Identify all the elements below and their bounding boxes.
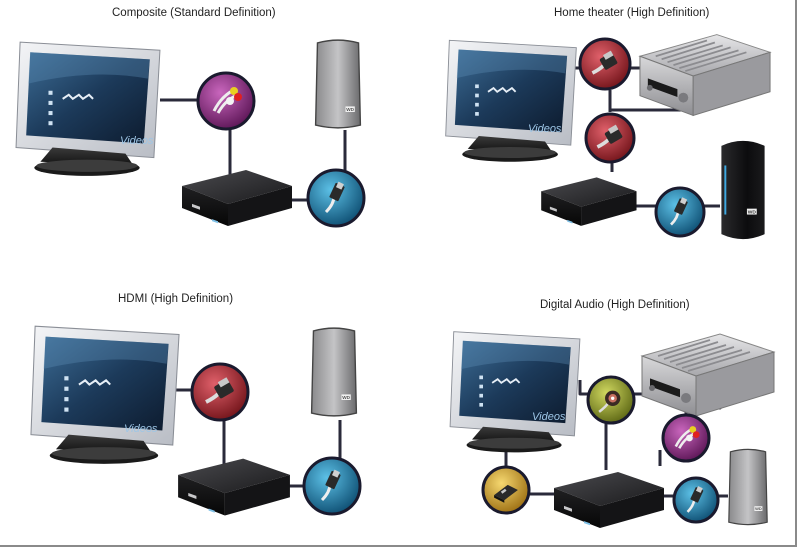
media-player-icon bbox=[178, 458, 290, 516]
panel-title-home-theater: Home theater (High Definition) bbox=[554, 7, 710, 19]
hdmi-cable-icon bbox=[578, 37, 632, 91]
external-drive-icon bbox=[720, 139, 766, 241]
panel-composite: Videos bbox=[15, 39, 366, 228]
media-player-icon bbox=[554, 472, 664, 528]
panel-hdmi: Videos bbox=[29, 325, 362, 516]
optical-cable-icon bbox=[586, 375, 636, 425]
media-player-icon bbox=[182, 170, 292, 226]
hdmi-cable-icon bbox=[584, 112, 636, 164]
monitor-icon bbox=[444, 39, 578, 163]
media-player-icon bbox=[541, 177, 637, 226]
usb-cable-icon bbox=[306, 168, 366, 228]
panel-title-hdmi: HDMI (High Definition) bbox=[118, 293, 234, 305]
av-receiver-icon bbox=[641, 333, 775, 417]
panel-title-digital-audio: Digital Audio (High Definition) bbox=[540, 299, 690, 311]
external-drive-icon bbox=[728, 448, 768, 526]
panel-title-composite: Composite (Standard Definition) bbox=[112, 7, 276, 19]
rca-cable-icon bbox=[196, 71, 256, 131]
external-drive-icon bbox=[314, 39, 362, 129]
rca-cable-icon bbox=[661, 413, 711, 463]
hdmi-cable-icon bbox=[190, 362, 250, 422]
av-receiver-icon bbox=[639, 33, 771, 117]
panel-digital-audio: Videos bbox=[449, 330, 775, 528]
screen-label: Videos bbox=[124, 423, 158, 435]
screen-label: Videos bbox=[528, 123, 562, 135]
usb-cable-icon bbox=[654, 186, 706, 238]
monitor-icon bbox=[15, 41, 161, 177]
panel-home-theater: Videos bbox=[444, 33, 771, 241]
usb-cable-icon bbox=[302, 456, 362, 516]
screen-label: Videos bbox=[120, 135, 154, 147]
screen-label: Videos bbox=[532, 411, 566, 423]
adapter-icon bbox=[481, 465, 531, 515]
external-drive-icon bbox=[310, 327, 358, 417]
usb-cable-icon bbox=[672, 476, 720, 524]
monitor-icon bbox=[449, 330, 581, 454]
monitor-icon bbox=[29, 325, 181, 465]
